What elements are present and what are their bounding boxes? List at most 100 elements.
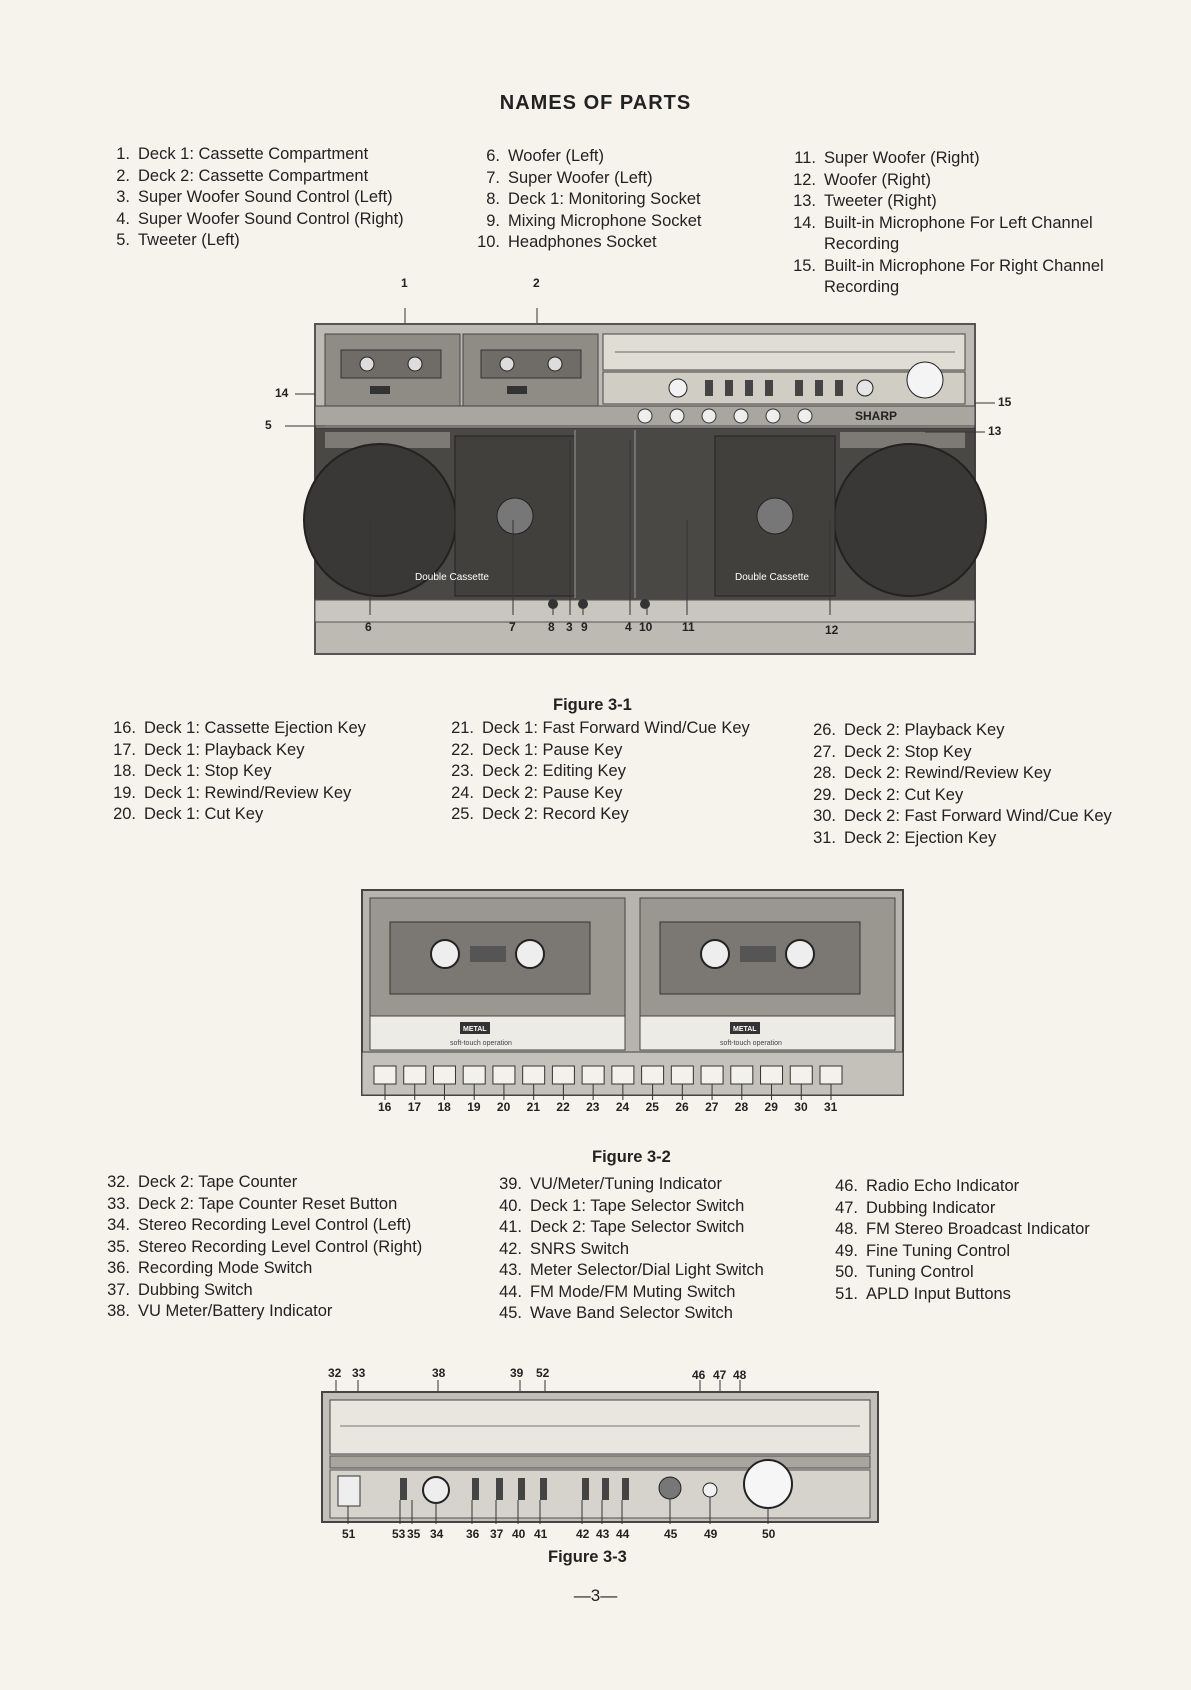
part-number: 20. xyxy=(113,805,136,823)
figure-3-1-caption: Figure 3-1 xyxy=(553,696,632,714)
part-number: 28. xyxy=(813,764,836,782)
part-item: 28.Deck 2: Rewind/Review Key xyxy=(810,763,1170,785)
part-number: 49. xyxy=(835,1241,858,1260)
callout-31: 31 xyxy=(824,1100,838,1114)
part-name: Deck 2: Tape Selector Switch xyxy=(530,1218,745,1236)
callout-43: 43 xyxy=(596,1527,610,1541)
parts-list-1-col2: 6.Woofer (Left)7.Super Woofer (Left)8.De… xyxy=(474,146,764,254)
part-name: Tweeter (Right) xyxy=(824,192,937,210)
part-item: 45.Wave Band Selector Switch xyxy=(496,1303,836,1325)
part-item: 31.Deck 2: Ejection Key xyxy=(810,828,1170,850)
part-name: Deck 2: Fast Forward Wind/Cue Key xyxy=(844,807,1112,825)
part-number: 33. xyxy=(107,1194,130,1213)
callout-16: 16 xyxy=(378,1100,392,1114)
part-item: 13. Tweeter (Right) xyxy=(790,191,1150,213)
part-item: 36.Recording Mode Switch xyxy=(104,1258,484,1280)
transport-key xyxy=(551,1065,575,1085)
tuner-panel-illustration xyxy=(321,1380,879,1524)
callout-8: 8 xyxy=(548,620,555,634)
part-item: 25.Deck 2: Record Key xyxy=(448,804,798,826)
callout-53: 53 xyxy=(392,1527,406,1541)
part-number: 30. xyxy=(813,807,836,825)
part-item: 3.Super Woofer Sound Control (Left) xyxy=(104,187,444,209)
callout-51: 51 xyxy=(342,1527,356,1541)
parts-list-1-col3: 11.Super Woofer (Right)12.Woofer (Right)… xyxy=(790,148,1150,299)
part-number: 32. xyxy=(107,1173,130,1191)
transport-key xyxy=(403,1065,427,1085)
callout-36: 36 xyxy=(466,1527,480,1541)
part-item: 20. Deck 1: Cut Key xyxy=(110,804,450,826)
callout-18: 18 xyxy=(437,1100,451,1114)
part-item: 48.FM Stereo Broadcast Indicator xyxy=(832,1219,1182,1241)
transport-key xyxy=(670,1065,694,1085)
callout-11: 11 xyxy=(682,620,695,634)
part-number: 47. xyxy=(835,1198,858,1217)
callout-17: 17 xyxy=(407,1100,422,1114)
callout-1: 1 xyxy=(401,276,408,290)
part-item: 38.VU Meter/Battery Indicator xyxy=(104,1301,484,1323)
callout-52: 52 xyxy=(536,1366,550,1380)
part-number: 16. xyxy=(113,719,136,737)
part-item: 11.Super Woofer (Right) xyxy=(790,148,1150,170)
part-name: Deck 1: Tape Selector Switch xyxy=(530,1196,745,1215)
callout-25: 25 xyxy=(645,1100,659,1114)
part-name: Woofer (Right) xyxy=(824,170,931,189)
part-name: Deck 2: Stop Key xyxy=(844,742,972,761)
part-item: 27.Deck 2: Stop Key xyxy=(810,742,1170,764)
part-name: Deck 1: Cassette Compartment xyxy=(138,145,369,163)
part-name: Meter Selector/Dial Light Switch xyxy=(530,1261,764,1279)
part-number: 41. xyxy=(499,1218,522,1236)
part-name: Deck 1: Stop Key xyxy=(144,762,272,780)
part-name: Deck 2: Pause Key xyxy=(482,783,623,802)
part-name: Super Woofer (Right) xyxy=(824,149,980,167)
callout-12: 12 xyxy=(825,623,839,637)
figure-3-2: METAL METAL soft-touch operation soft-to… xyxy=(360,888,905,1118)
part-item: 18.Deck 1: Stop Key xyxy=(110,761,450,783)
part-item: 5.Tweeter (Left) xyxy=(104,230,444,252)
part-name: Woofer (Left) xyxy=(508,147,604,165)
part-name: VU/Meter/Tuning Indicator xyxy=(530,1175,722,1193)
part-item: 9.Mixing Microphone Socket xyxy=(474,211,764,233)
callout-30: 30 xyxy=(794,1100,808,1114)
part-number: 43. xyxy=(499,1261,522,1279)
part-name: FM Mode/FM Muting Switch xyxy=(530,1282,736,1301)
part-name: Deck 1: Pause Key xyxy=(482,740,623,759)
soft-touch-label-left: soft-touch operation xyxy=(450,1040,512,1047)
callout-9: 9 xyxy=(581,620,588,634)
callout-34: 34 xyxy=(430,1527,444,1541)
part-item: 6.Woofer (Left) xyxy=(474,146,764,168)
part-number: 1. xyxy=(116,145,130,163)
part-number: 39. xyxy=(499,1175,522,1193)
part-name: Fine Tuning Control xyxy=(866,1241,1010,1260)
callout-44: 44 xyxy=(616,1527,630,1541)
transport-key xyxy=(432,1065,456,1085)
part-number: 45. xyxy=(499,1304,522,1322)
part-item: 17.Deck 1: Playback Key xyxy=(110,740,450,762)
callout-29: 29 xyxy=(764,1100,778,1114)
part-item: 37.Dubbing Switch xyxy=(104,1280,484,1302)
callout-40: 40 xyxy=(512,1527,526,1541)
part-number: 48. xyxy=(835,1220,858,1238)
part-name: Deck 2: Cassette Compartment xyxy=(138,166,369,185)
callout-5: 5 xyxy=(265,418,272,432)
transport-key xyxy=(700,1065,724,1085)
part-item: 4.Super Woofer Sound Control (Right) xyxy=(104,209,444,231)
part-item: 44.FM Mode/FM Muting Switch xyxy=(496,1282,836,1304)
part-number: 22. xyxy=(451,740,474,759)
part-number: 46. xyxy=(835,1177,858,1195)
part-name: Deck 1: Cut Key xyxy=(144,805,264,823)
part-name: Deck 2: Cut Key xyxy=(844,785,964,804)
callout-21: 21 xyxy=(526,1100,541,1114)
part-number: 5. xyxy=(116,231,130,249)
transport-key xyxy=(462,1065,486,1085)
transport-key xyxy=(492,1065,516,1085)
part-item: 22. Deck 1: Pause Key xyxy=(448,740,798,762)
part-name: Mixing Microphone Socket xyxy=(508,211,702,230)
part-name: Deck 2: Playback Key xyxy=(844,721,1005,739)
figure-3-3-caption: Figure 3-3 xyxy=(548,1548,627,1566)
part-number: 13. xyxy=(793,192,816,210)
double-cassette-logo-left: Double Cassette xyxy=(415,572,489,583)
